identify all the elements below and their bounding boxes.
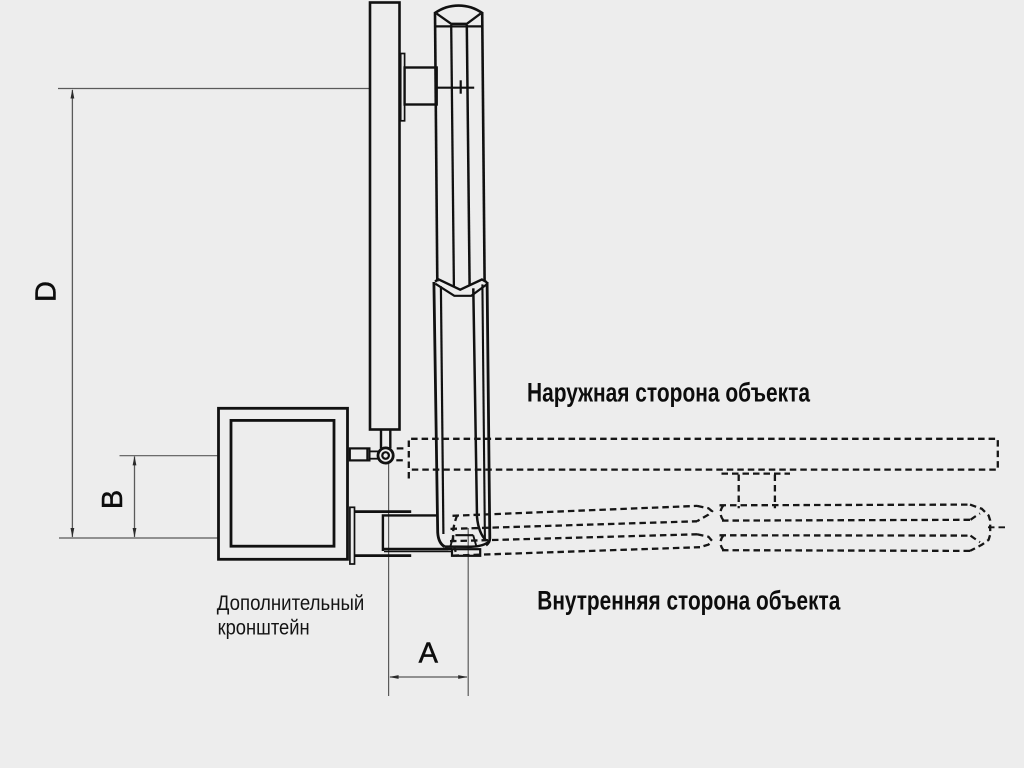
sleeve-right-edge bbox=[485, 281, 492, 547]
pivot-inner-ring bbox=[381, 451, 391, 460]
pipe-break-top bbox=[696, 504, 714, 523]
object-wall-dashed bbox=[407, 437, 999, 509]
link-body bbox=[348, 447, 371, 462]
dimension-b: B bbox=[97, 455, 218, 538]
pole-left-edge bbox=[433, 11, 439, 282]
pipe-left-line-2 bbox=[450, 520, 698, 531]
pipe-right-line-1 bbox=[719, 503, 971, 507]
inner-side-label: Внутренняя сторона объекта bbox=[537, 585, 841, 615]
dimension-a-arrow-right bbox=[458, 675, 468, 679]
clamp-body bbox=[381, 514, 438, 551]
pipe-right-end-cap bbox=[969, 503, 992, 552]
pole bbox=[433, 4, 486, 288]
bracket-caption-line2: кронштейн bbox=[218, 616, 310, 639]
bracket-caption-line1: Дополнительный bbox=[217, 592, 364, 615]
outer-side-label: Наружная сторона объекта bbox=[527, 377, 811, 407]
dimension-a-label: A bbox=[419, 637, 439, 669]
dimension-a: A bbox=[388, 463, 469, 696]
dimension-b-arrow-up bbox=[132, 455, 137, 466]
pole-cap-chamfer bbox=[435, 12, 482, 25]
bracket-box bbox=[217, 406, 349, 561]
flange-connector bbox=[403, 66, 438, 106]
dimension-d-arrow-up bbox=[70, 89, 75, 99]
bracket-box-inner bbox=[229, 418, 336, 548]
sleeve-bottom-edge bbox=[444, 539, 491, 549]
pivot-joint bbox=[376, 429, 395, 465]
pipe-left-end-cap bbox=[451, 514, 459, 557]
dimension-a-arrow-left bbox=[389, 675, 399, 679]
pipe-left-line-4 bbox=[452, 546, 701, 557]
mast-bar bbox=[368, 1, 401, 431]
sleeve-rim-inner bbox=[434, 282, 488, 297]
pivot-link bbox=[348, 447, 404, 462]
sleeve-rim-outer bbox=[434, 277, 488, 292]
sleeve-left-edge bbox=[432, 281, 446, 548]
pivot-outer-ring bbox=[376, 446, 395, 465]
clamp-plate bbox=[349, 506, 356, 565]
pipe-break-right-top bbox=[719, 504, 725, 522]
sleeve-facet-left bbox=[439, 286, 445, 535]
sleeve-facet-right bbox=[481, 284, 486, 540]
bracket-box-outer bbox=[217, 406, 349, 561]
pole-sleeve bbox=[432, 277, 492, 549]
pipe-right-curl-bottom bbox=[969, 534, 981, 544]
pipe-right-line-2 bbox=[721, 518, 971, 522]
pole-facet-right bbox=[465, 24, 471, 286]
dimension-d-arrow-down bbox=[70, 528, 75, 538]
wall-outline bbox=[407, 437, 999, 479]
pipe-left-line-1 bbox=[452, 504, 698, 517]
dimension-b-arrow-down bbox=[132, 528, 137, 538]
pipe-right-line-4 bbox=[721, 549, 971, 553]
barrier-pipe-dashed bbox=[449, 503, 1006, 557]
dimension-b-label: B bbox=[97, 490, 129, 509]
pole-facet-left bbox=[450, 24, 456, 288]
pole-right-edge bbox=[480, 11, 486, 282]
pole-cap-dome bbox=[434, 4, 483, 15]
dimension-d-label: D bbox=[31, 281, 63, 302]
pipe-break-right-bottom bbox=[719, 534, 725, 551]
pipe-break-bottom bbox=[696, 533, 714, 549]
pipe-left-line-3 bbox=[449, 533, 698, 543]
clamp-arm bbox=[349, 506, 482, 565]
pipe-right-curl-top bbox=[969, 512, 981, 521]
dimension-d: D bbox=[30, 87, 369, 539]
